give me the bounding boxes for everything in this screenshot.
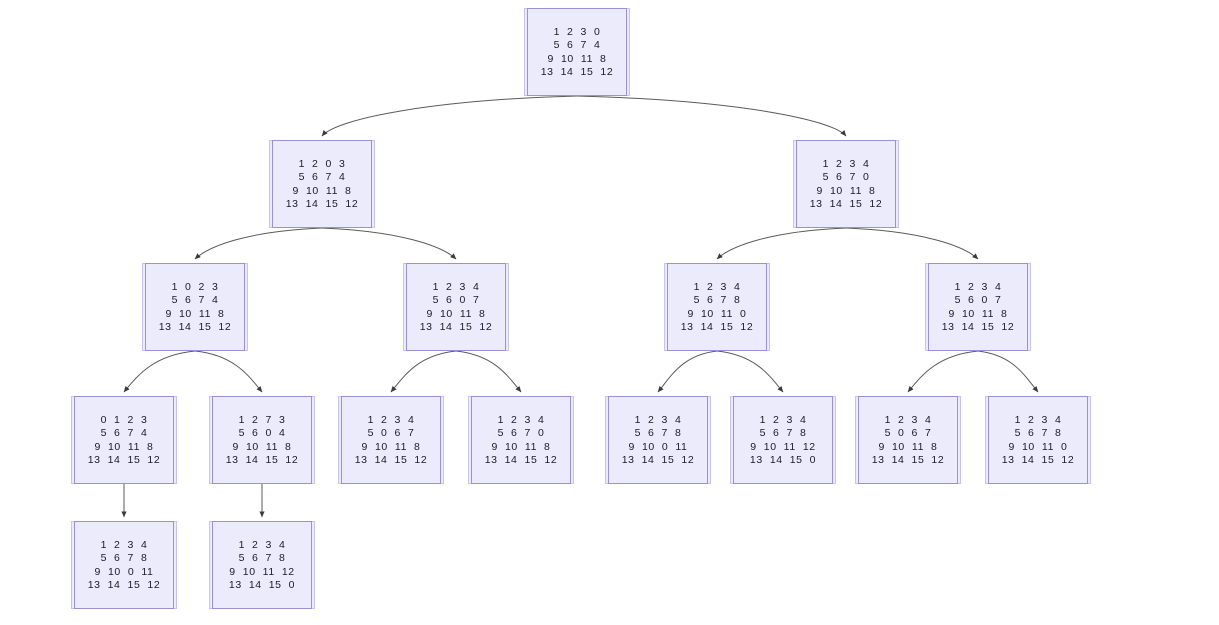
node-row: 9 10 11 12 xyxy=(750,440,816,453)
node-row: 1 2 3 0 xyxy=(553,25,601,38)
node-row: 13 14 15 12 xyxy=(871,454,945,466)
node-row: 5 6 7 8 xyxy=(759,427,807,439)
node-row: 1 2 3 4 xyxy=(1014,413,1062,426)
node-row: 5 6 7 8 xyxy=(1014,427,1062,439)
tree-edge xyxy=(657,350,718,393)
node-row: 13 14 15 12 xyxy=(680,321,754,333)
tree-edge xyxy=(455,350,522,393)
node-row: 9 10 0 11 xyxy=(628,440,688,453)
tree-edge xyxy=(907,350,979,393)
node-row: 1 2 3 4 xyxy=(100,538,148,551)
node-row: 1 2 3 4 xyxy=(822,157,870,170)
tree-edge xyxy=(845,227,979,260)
node-row: 1 2 3 4 xyxy=(759,413,807,426)
node-row: 5 6 7 4 xyxy=(553,39,601,51)
tree-edge xyxy=(977,350,1039,393)
node-row: 13 14 15 12 xyxy=(285,198,359,210)
node-row: 1 0 2 3 xyxy=(171,280,219,293)
node-row: 1 2 3 4 xyxy=(432,280,480,293)
node-row: 13 14 15 12 xyxy=(809,198,883,210)
node-row: 13 14 15 0 xyxy=(749,454,817,466)
tree-edge xyxy=(194,350,263,393)
node-row: 9 10 11 0 xyxy=(1008,440,1068,453)
tree-edge xyxy=(194,227,323,260)
node-row: 5 6 7 4 xyxy=(298,171,346,183)
node-row: 13 14 15 12 xyxy=(87,579,161,591)
node-row: 13 14 15 12 xyxy=(1001,454,1075,466)
node-row: 1 2 3 4 xyxy=(693,280,741,293)
node-row: 5 6 7 0 xyxy=(822,171,870,183)
node-row: 13 14 15 12 xyxy=(540,66,614,78)
node-row: 5 0 6 7 xyxy=(884,427,932,439)
tree-edge xyxy=(716,350,784,393)
node-row: 5 6 0 7 xyxy=(432,294,480,306)
node-row: 9 10 11 8 xyxy=(426,307,486,320)
node-row: 9 10 11 0 xyxy=(687,307,747,320)
node-row: 13 14 15 12 xyxy=(354,454,428,466)
node-row: 1 2 3 4 xyxy=(954,280,1002,293)
node-row: 1 2 3 4 xyxy=(634,413,682,426)
node-row: 0 1 2 3 xyxy=(100,413,148,426)
node-row: 5 6 7 8 xyxy=(100,552,148,564)
node-row: 9 10 11 8 xyxy=(94,440,154,453)
node-row: 9 10 11 8 xyxy=(948,307,1008,320)
tree-edge xyxy=(123,350,196,393)
node-row: 5 6 0 7 xyxy=(954,294,1002,306)
node-row: 1 2 3 4 xyxy=(367,413,415,426)
node-row: 13 14 15 12 xyxy=(87,454,161,466)
node-row: 1 2 7 3 xyxy=(238,413,286,426)
tree-edge xyxy=(716,227,847,260)
node-row: 13 14 15 12 xyxy=(941,321,1015,333)
node-row: 5 6 0 4 xyxy=(238,427,286,439)
node-row: 13 14 15 0 xyxy=(228,579,296,591)
node-row: 5 6 7 8 xyxy=(634,427,682,439)
node-row: 9 10 11 8 xyxy=(232,440,292,453)
node-row: 5 6 7 0 xyxy=(497,427,545,439)
node-row: 5 6 7 4 xyxy=(171,294,219,306)
node-row: 9 10 11 8 xyxy=(361,440,421,453)
tree-edge xyxy=(321,227,457,260)
tree-edge xyxy=(390,350,457,393)
node-row: 1 2 0 3 xyxy=(298,157,346,170)
tree-edge xyxy=(576,95,847,137)
node-row: 9 10 11 8 xyxy=(491,440,551,453)
node-row: 5 6 7 4 xyxy=(100,427,148,439)
node-row: 9 10 11 8 xyxy=(165,307,225,320)
node-row: 9 10 11 12 xyxy=(229,565,295,578)
node-row: 5 6 7 8 xyxy=(238,552,286,564)
node-row: 13 14 15 12 xyxy=(225,454,299,466)
node-row: 9 10 11 8 xyxy=(292,184,352,197)
node-row: 1 2 3 4 xyxy=(238,538,286,551)
node-row: 1 2 3 4 xyxy=(884,413,932,426)
node-row: 1 2 3 4 xyxy=(497,413,545,426)
node-row: 9 10 0 11 xyxy=(94,565,154,578)
node-row: 9 10 11 8 xyxy=(547,52,607,65)
node-row: 9 10 11 8 xyxy=(878,440,938,453)
node-row: 13 14 15 12 xyxy=(484,454,558,466)
node-row: 9 10 11 8 xyxy=(816,184,876,197)
node-row: 5 0 6 7 xyxy=(367,427,415,439)
node-row: 13 14 15 12 xyxy=(419,321,493,333)
tree-edge xyxy=(321,95,578,137)
node-row: 13 14 15 12 xyxy=(621,454,695,466)
node-row: 5 6 7 8 xyxy=(693,294,741,306)
node-row: 13 14 15 12 xyxy=(158,321,232,333)
